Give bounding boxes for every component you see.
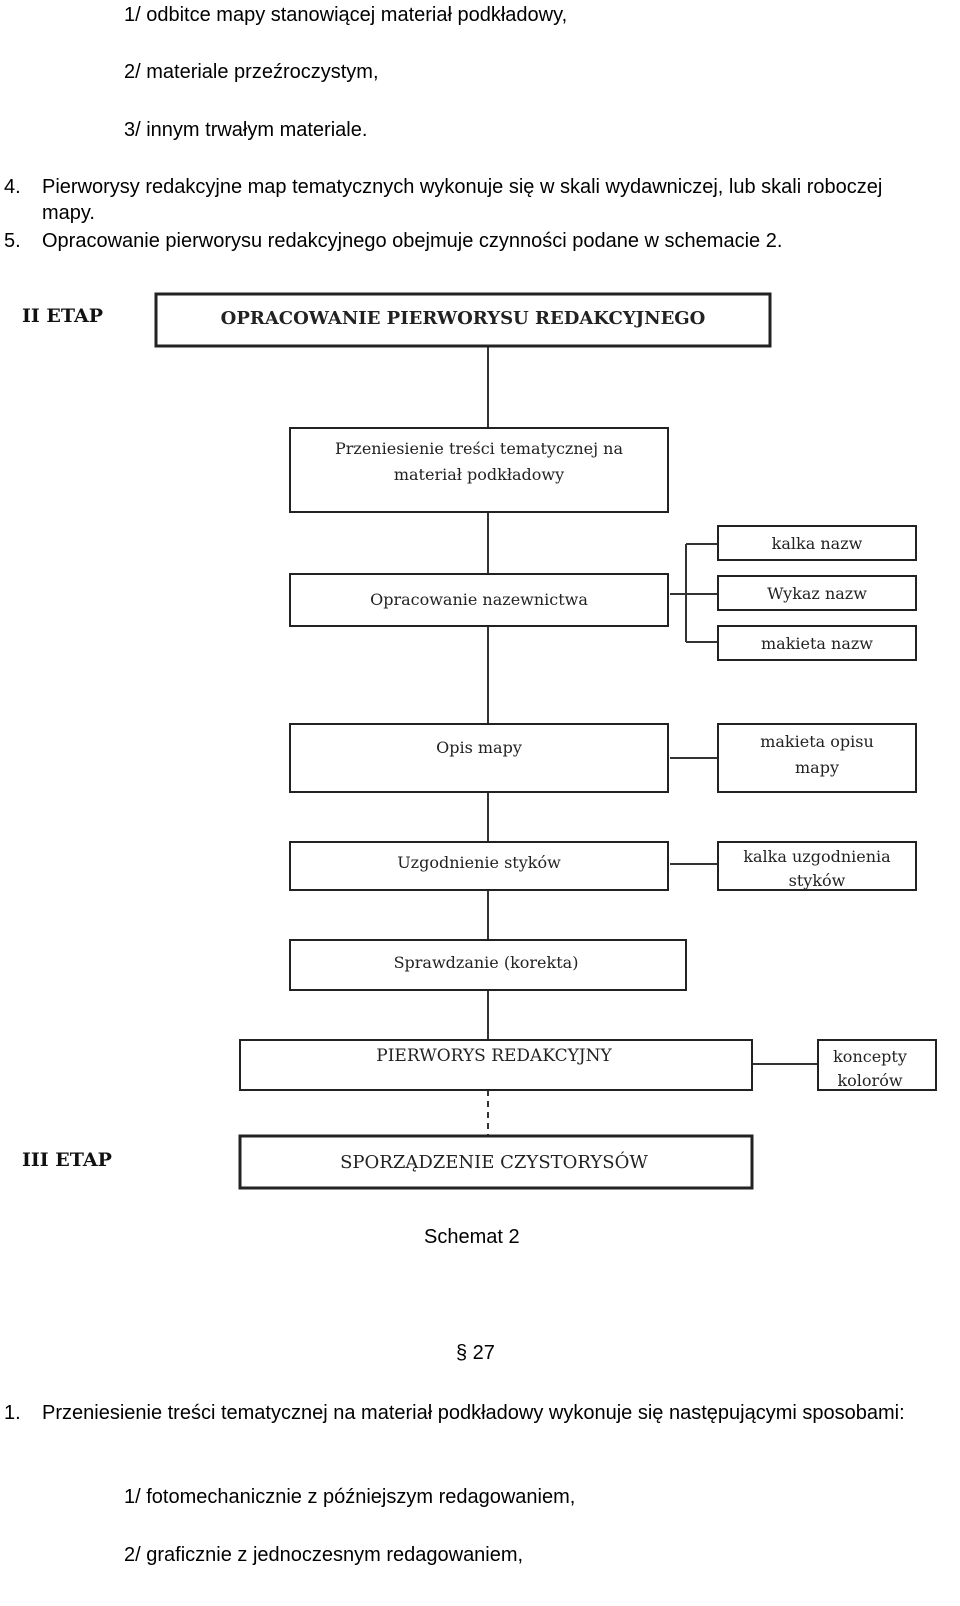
step-box [289, 427, 669, 513]
step-label: Sprawdzanie (korekta) [394, 953, 579, 972]
side-box [717, 841, 917, 891]
point-number: 5. [4, 230, 21, 252]
point-number: 1. [4, 1402, 21, 1424]
point-number: 4. [4, 176, 21, 198]
process-diagram: II ETAP III ETAP OPRACOWANIE PIERWORYSU … [22, 292, 937, 1190]
side-box [717, 525, 917, 561]
final-box [238, 1134, 754, 1190]
list-item: 1/ fotomechanicznie z późniejszym redago… [124, 1486, 576, 1508]
side-label: koncepty [833, 1047, 907, 1066]
step-label: Opracowanie nazewnictwa [370, 590, 588, 609]
main-title: OPRACOWANIE PIERWORYSU REDAKCYJNEGO [221, 308, 706, 329]
side-label: mapy [795, 758, 839, 777]
step-box [289, 939, 687, 991]
side-box [817, 1039, 937, 1091]
point-text: Pierworysy redakcyjne map tematycznych w… [42, 176, 883, 224]
etap-label: III ETAP [22, 1149, 112, 1171]
step-label: Uzgodnienie styków [397, 853, 561, 872]
side-label: kolorów [837, 1071, 902, 1090]
side-box [717, 723, 917, 793]
final-label: SPORZĄDZENIE CZYSTORYSÓW [340, 1150, 648, 1173]
side-label: styków [789, 871, 846, 890]
list-item: 3/ innym trwałym materiale. [124, 119, 368, 141]
side-box [717, 625, 917, 661]
side-label: makieta nazw [761, 634, 873, 653]
main-title-box [154, 292, 772, 348]
side-label: makieta opisu [760, 732, 874, 751]
step-box [239, 1039, 753, 1091]
side-box [717, 575, 917, 611]
side-label: kalka uzgodnienia [743, 847, 891, 866]
step-box [289, 573, 669, 627]
step-box [289, 841, 669, 891]
point-text: Opracowanie pierworysu redakcyjnego obej… [42, 230, 783, 252]
list-item: 2/ graficznie z jednoczesnym redagowanie… [124, 1544, 524, 1566]
step-box [289, 723, 669, 793]
point-text: Przeniesienie treści tematycznej na mate… [42, 1402, 905, 1424]
step-label: materiał podkładowy [394, 465, 564, 484]
side-label: Wykaz nazw [767, 584, 867, 603]
step-label: Przeniesienie treści tematycznej na [335, 439, 623, 458]
list-item: 2/ materiale przeźroczystym, [124, 61, 379, 83]
list-item: 1/ odbitce mapy stanowiącej materiał pod… [124, 4, 568, 26]
section-heading: § 27 [456, 1342, 495, 1364]
step-label: Opis mapy [436, 738, 522, 757]
diagram-caption: Schemat 2 [424, 1226, 520, 1248]
step-label: PIERWORYS REDAKCYJNY [376, 1046, 612, 1066]
etap-label: II ETAP [22, 305, 103, 327]
side-label: kalka nazw [772, 534, 863, 553]
